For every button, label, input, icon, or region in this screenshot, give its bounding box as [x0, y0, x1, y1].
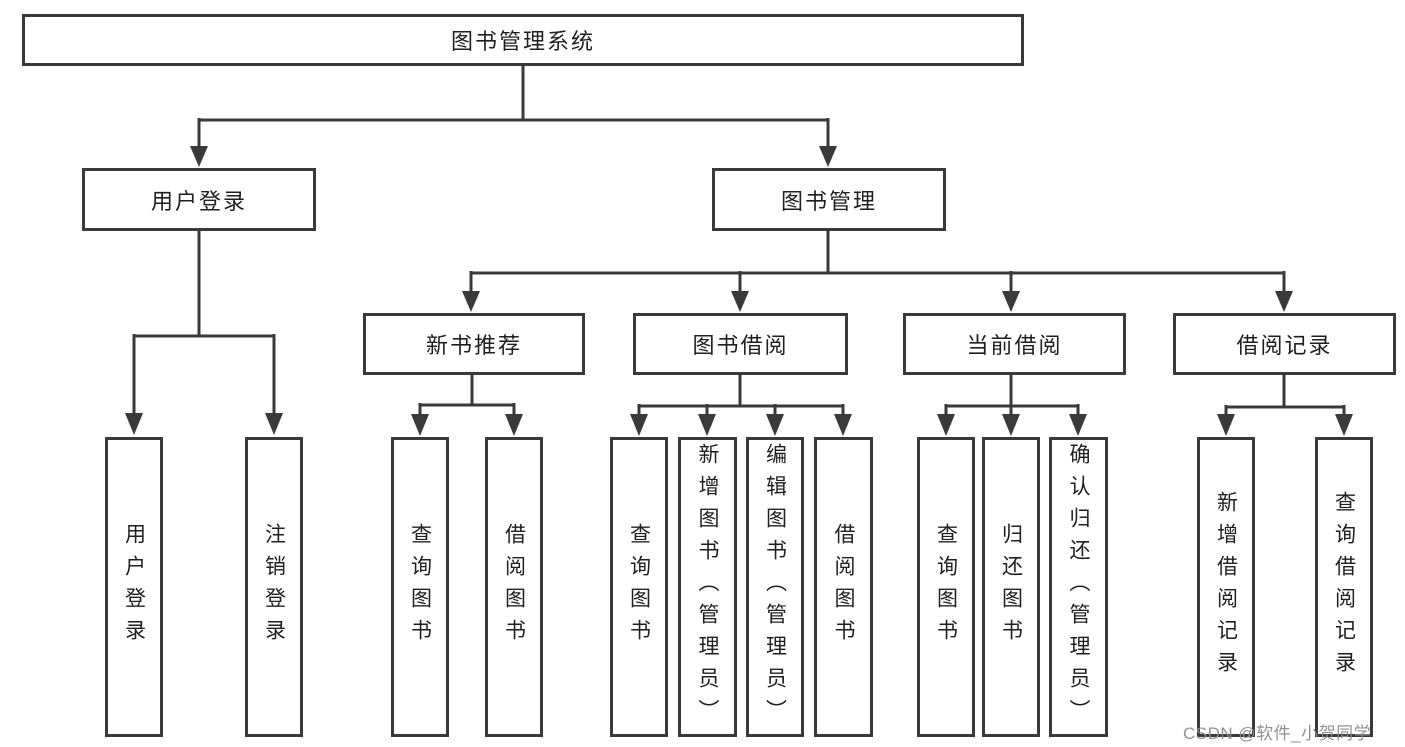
node-leaf-query-books-2: 查询图书 [610, 437, 668, 737]
node-leaf-user-login: 用户登录 [105, 437, 163, 737]
node-borrow-records: 借阅记录 [1173, 313, 1396, 375]
node-leaf-borrow-books-2-label: 借阅图书 [832, 523, 855, 651]
node-leaf-add-book-admin-label: 新增图书（管理员） [696, 443, 719, 731]
node-user-login-label: 用户登录 [150, 188, 247, 214]
node-current-borrow: 当前借阅 [903, 313, 1126, 375]
node-leaf-query-books-2-label: 查询图书 [627, 523, 651, 651]
node-leaf-query-books-3: 查询图书 [917, 437, 975, 737]
node-book-borrow: 图书借阅 [633, 313, 848, 375]
node-leaf-logout: 注销登录 [245, 437, 303, 737]
node-leaf-query-books-1: 查询图书 [391, 437, 449, 737]
csdn-watermark: CSDN @软件_小贺同学 [1183, 724, 1372, 743]
node-leaf-query-borrow-record: 查询借阅记录 [1315, 437, 1373, 737]
node-book-management: 图书管理 [712, 168, 946, 231]
node-leaf-borrow-books-1: 借阅图书 [485, 437, 543, 737]
node-user-login: 用户登录 [82, 168, 316, 231]
node-leaf-query-books-3-label: 查询图书 [934, 523, 958, 651]
node-leaf-query-books-1-label: 查询图书 [408, 523, 432, 651]
node-leaf-edit-book-admin: 编辑图书（管理员） [746, 437, 804, 737]
node-leaf-user-login-label: 用户登录 [122, 523, 146, 651]
node-leaf-return-books-label: 归还图书 [999, 523, 1023, 651]
node-leaf-add-borrow-record-label: 新增借阅记录 [1214, 491, 1238, 683]
node-leaf-logout-label: 注销登录 [262, 523, 286, 651]
node-leaf-borrow-books-1-label: 借阅图书 [502, 523, 526, 651]
node-current-borrow-label: 当前借阅 [966, 333, 1063, 358]
node-root: 图书管理系统 [22, 14, 1024, 66]
node-leaf-borrow-books-2: 借阅图书 [814, 437, 873, 737]
node-leaf-query-borrow-record-label: 查询借阅记录 [1332, 491, 1356, 683]
node-new-book-recommend-label: 新书推荐 [425, 333, 522, 358]
node-book-management-label: 图书管理 [780, 188, 877, 214]
node-leaf-add-borrow-record: 新增借阅记录 [1197, 437, 1255, 737]
node-book-borrow-label: 图书借阅 [692, 333, 789, 358]
node-new-book-recommend: 新书推荐 [363, 313, 585, 375]
node-leaf-confirm-return-admin-label: 确认归还（管理员） [1067, 443, 1090, 731]
node-root-label: 图书管理系统 [450, 29, 595, 54]
node-leaf-edit-book-admin-label: 编辑图书（管理员） [763, 443, 787, 731]
node-leaf-confirm-return-admin: 确认归还（管理员） [1049, 437, 1108, 737]
node-leaf-add-book-admin: 新增图书（管理员） [678, 437, 737, 737]
node-leaf-return-books: 归还图书 [982, 437, 1040, 737]
node-borrow-records-label: 借阅记录 [1236, 333, 1333, 358]
